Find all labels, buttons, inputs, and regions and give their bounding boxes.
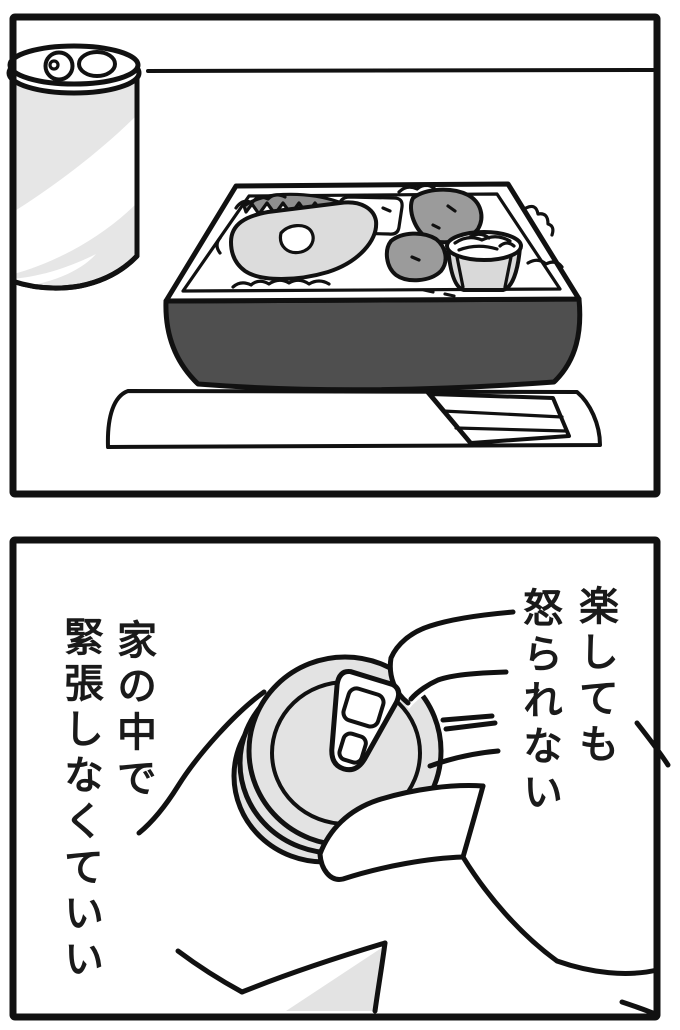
- collar-line-right: [239, 940, 388, 995]
- pull-tab-hole-top: [341, 686, 386, 729]
- table-edge-line: [146, 68, 655, 73]
- noodles: [453, 232, 516, 252]
- index-finger-top: [387, 609, 516, 706]
- collar-shadow: [286, 947, 383, 1011]
- hand-outline-left: [136, 689, 267, 836]
- panel-2: [9, 536, 671, 1021]
- hand-edge-stroke: [634, 720, 671, 768]
- caption-line-3: 家の中で: [110, 619, 156, 803]
- collar-edge: [372, 940, 388, 1014]
- fingers: [387, 609, 516, 769]
- can-tab-rivet: [48, 59, 60, 71]
- karaage-2: [384, 231, 448, 283]
- palm-edge: [460, 783, 486, 860]
- caption-line-1: 楽しても: [572, 585, 618, 769]
- bento-box: [163, 181, 583, 393]
- shirt-collar: [175, 940, 388, 1014]
- panel-1-border: [9, 13, 661, 498]
- thumb-and-wrist: [317, 783, 660, 1017]
- chopsticks-in-sleeve: [105, 389, 602, 449]
- caption-line-2: 怒られない: [516, 587, 562, 817]
- panel-2-border: [9, 536, 661, 1021]
- wrist-crease: [619, 999, 658, 1017]
- index-finger-fill: [389, 610, 521, 709]
- pull-tab: [329, 668, 402, 773]
- ring-finger-line: [427, 748, 501, 769]
- caption-line-4: 緊張しなくていい: [57, 616, 103, 984]
- middle-finger-line-1: [440, 713, 495, 723]
- rice-texture: [215, 183, 564, 298]
- panel-1: [6, 13, 661, 498]
- fish-highlight: [278, 224, 315, 255]
- thumb-top-edge: [317, 783, 486, 857]
- middle-finger-line-2: [443, 720, 498, 732]
- pull-tab-hole-bottom: [337, 731, 368, 765]
- index-finger-bottom: [408, 669, 509, 702]
- can-tab-ring: [77, 50, 117, 78]
- bento-base: [163, 296, 583, 393]
- thumb-bottom-edge: [317, 851, 466, 882]
- side-cup: [445, 230, 523, 292]
- can-highlight: [12, 114, 137, 288]
- collar-line-left: [175, 948, 245, 995]
- drink-can: [6, 43, 142, 291]
- karaage-1: [409, 187, 484, 245]
- wrist-outline: [460, 854, 660, 976]
